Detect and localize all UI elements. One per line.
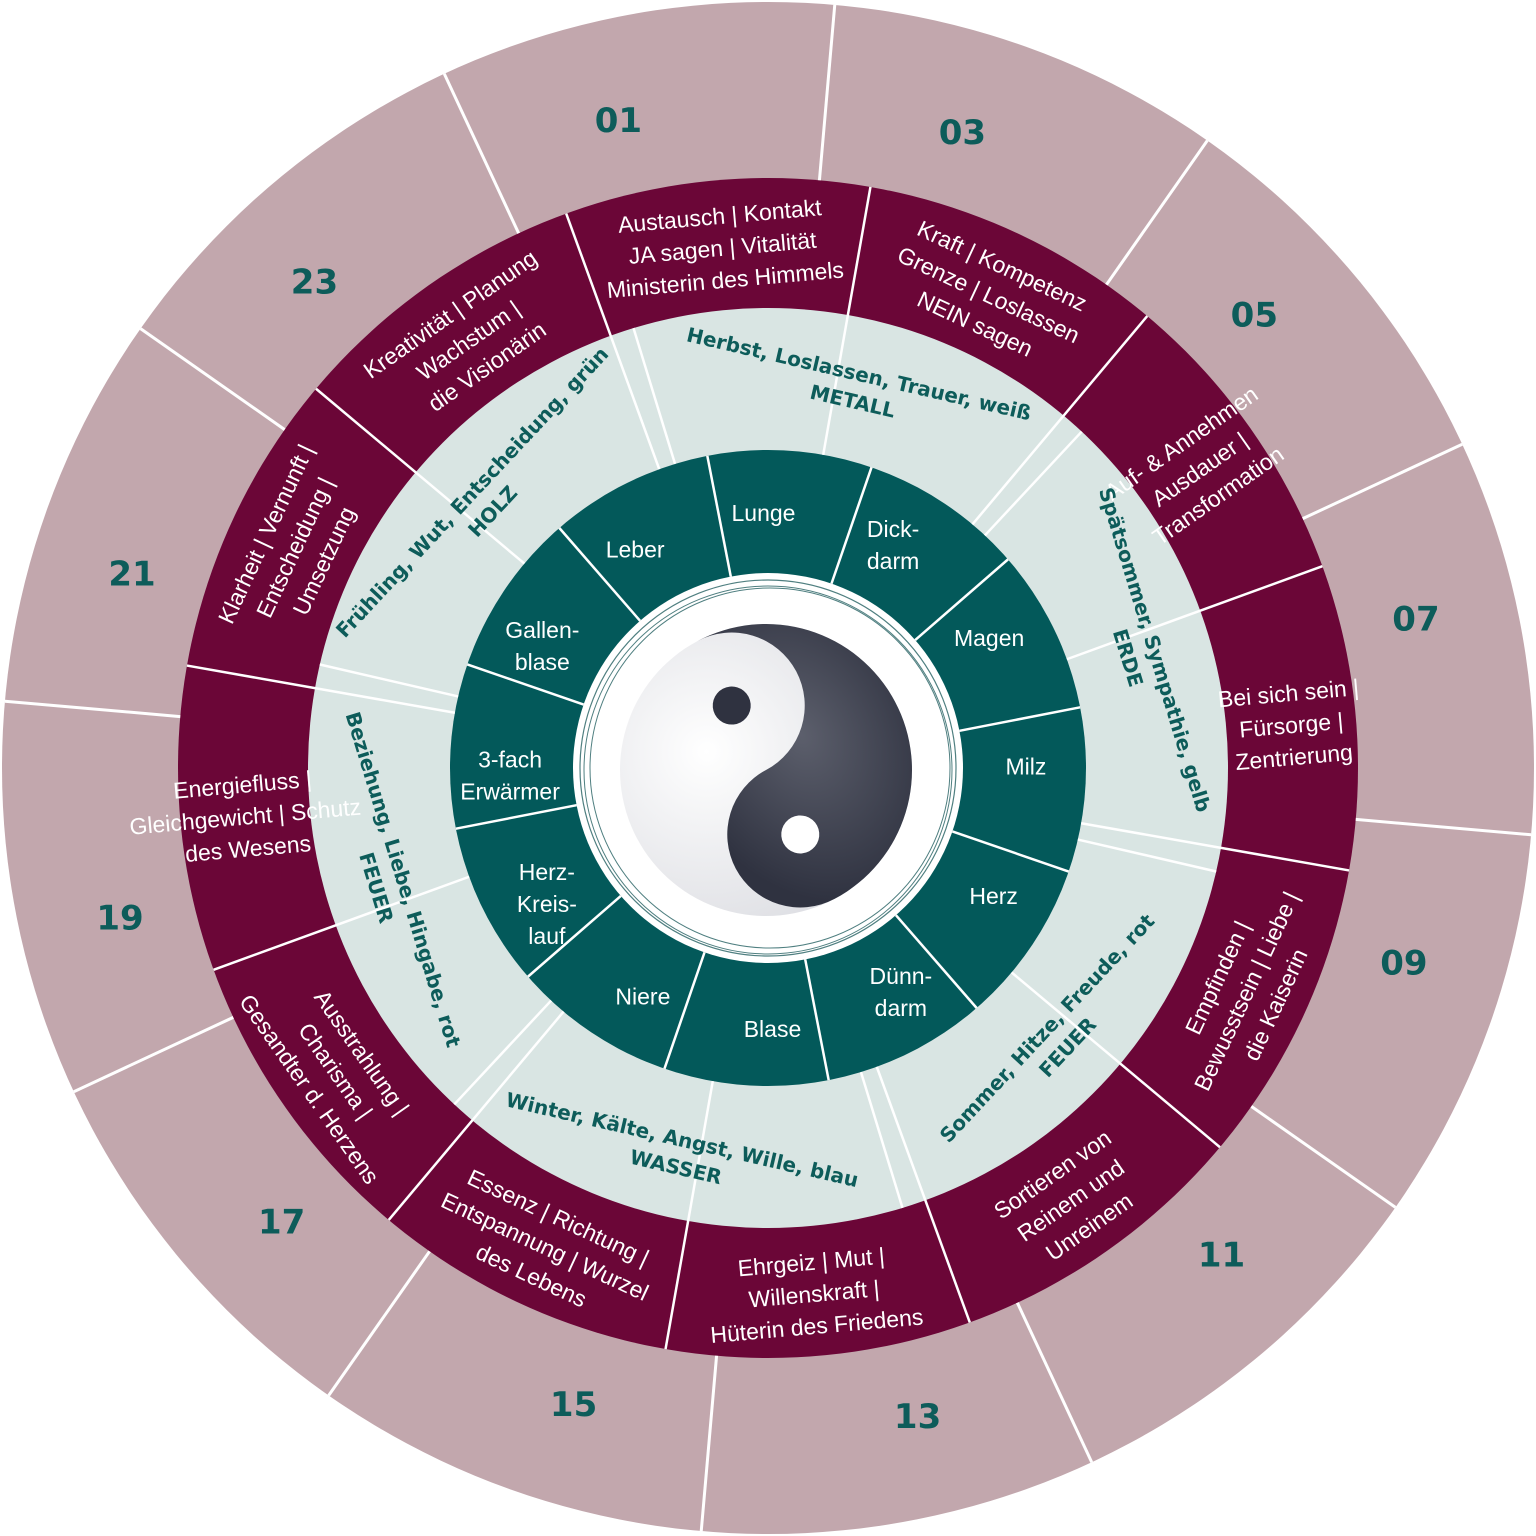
organ-divider xyxy=(558,527,642,622)
hour-label: 05 xyxy=(1231,295,1278,335)
hour-tick xyxy=(139,327,286,431)
quality-divider xyxy=(1066,565,1323,661)
hour-label: 23 xyxy=(291,263,338,303)
center-thin-ring xyxy=(583,585,953,955)
hour-label: 17 xyxy=(258,1203,305,1243)
organ-label: Gallen-blase xyxy=(505,617,579,675)
quality-divider xyxy=(971,315,1149,526)
organ-labels: LungeDick-darmMagenMilzHerzDünn-darmBlas… xyxy=(460,500,1046,1042)
hour-tick xyxy=(699,1355,719,1532)
hour-label: 03 xyxy=(939,113,986,153)
hour-label: 21 xyxy=(108,555,155,595)
organ-divider xyxy=(959,706,1081,733)
organ-divider xyxy=(830,466,873,585)
hour-tick xyxy=(1302,442,1463,521)
organ-label-line: Leber xyxy=(606,537,665,563)
organ-label-line: Herz xyxy=(969,883,1018,909)
organ-label-line: Dick- xyxy=(867,516,919,542)
hour-label: 11 xyxy=(1198,1235,1245,1275)
organ-label-line: blase xyxy=(515,649,570,675)
organ-label-line: Gallen- xyxy=(505,617,579,643)
hour-label: 15 xyxy=(550,1385,597,1425)
quality-divider xyxy=(213,875,470,971)
organ-divider xyxy=(914,558,1009,642)
organ-label-line: Niere xyxy=(615,984,670,1010)
organ-label-line: Lunge xyxy=(732,500,796,526)
organ-label-line: darm xyxy=(867,548,919,574)
hour-tick xyxy=(4,699,181,719)
organ-label-line: Dünn- xyxy=(870,963,933,989)
quality-label: Bei sich sein |Fürsorge |Zentrierung xyxy=(1217,674,1366,776)
element-divider xyxy=(632,327,677,465)
organ-label: Blase xyxy=(744,1016,802,1042)
organ-divider xyxy=(951,830,1070,873)
sector-dividers xyxy=(4,4,1532,1532)
element-divider xyxy=(319,663,459,698)
yin-yang-icon xyxy=(620,624,912,916)
quality-divider xyxy=(315,387,526,565)
organ-label: Leber xyxy=(606,537,665,563)
organ-label-line: Milz xyxy=(1006,753,1047,779)
center-thin-ring xyxy=(579,579,957,957)
hour-tick xyxy=(327,1250,431,1397)
organ-divider xyxy=(527,894,622,978)
organ-label-line: 3-fach xyxy=(478,746,542,772)
quality-divider xyxy=(664,1080,715,1350)
organ-label: Niere xyxy=(615,984,670,1010)
quality-divider xyxy=(1080,821,1350,872)
organ-divider xyxy=(466,663,585,706)
hour-tick xyxy=(1355,817,1532,837)
element-divider xyxy=(1077,838,1217,873)
organ-divider xyxy=(663,951,706,1070)
quality-divider xyxy=(186,664,456,715)
quality-divider xyxy=(565,213,661,470)
organ-label: Herz xyxy=(969,883,1018,909)
element-divider xyxy=(453,999,553,1106)
organ-divider xyxy=(803,959,830,1081)
organ-divider xyxy=(706,455,733,577)
element-divider xyxy=(859,1071,904,1209)
organ-label-line: Kreis- xyxy=(517,891,577,917)
quality-divider xyxy=(821,186,872,456)
hour-tick xyxy=(817,4,837,181)
hour-tick xyxy=(1250,1105,1397,1209)
organ-label-line: Herz- xyxy=(519,859,575,885)
center-thin-ring xyxy=(589,587,951,949)
organ-label: Lunge xyxy=(732,500,796,526)
hour-tick xyxy=(442,73,521,234)
organ-label: Dünn-darm xyxy=(870,963,933,1021)
quality-divider xyxy=(1010,971,1221,1149)
hour-tick xyxy=(1015,1302,1094,1463)
hour-label: 01 xyxy=(595,101,642,141)
organ-label-line: Erwärmer xyxy=(460,778,560,804)
organ-label: Magen xyxy=(954,625,1024,651)
organ-label-line: lauf xyxy=(528,923,566,949)
hour-label: 09 xyxy=(1380,943,1427,983)
hour-label: 13 xyxy=(894,1397,941,1437)
quality-divider xyxy=(875,1066,971,1323)
organ-divider xyxy=(894,914,978,1009)
organ-label-line: Magen xyxy=(954,625,1024,651)
hour-tick xyxy=(1105,139,1209,286)
organ-label: Dick-darm xyxy=(867,516,919,574)
hour-label: 19 xyxy=(96,899,143,939)
element-divider xyxy=(983,430,1083,537)
organ-label-line: Blase xyxy=(744,1016,802,1042)
organ-divider xyxy=(455,803,577,830)
hour-tick xyxy=(73,1015,234,1094)
organ-label: Herz- Kreis-lauf xyxy=(517,859,577,949)
organ-label-line: darm xyxy=(875,995,927,1021)
quality-divider xyxy=(387,1010,565,1221)
hour-label: 07 xyxy=(1392,599,1439,639)
organ-label: Milz xyxy=(1006,753,1047,779)
hour-labels: 01 03 05 07 09 11 13 15 17 19 21 23 xyxy=(96,101,1439,1437)
